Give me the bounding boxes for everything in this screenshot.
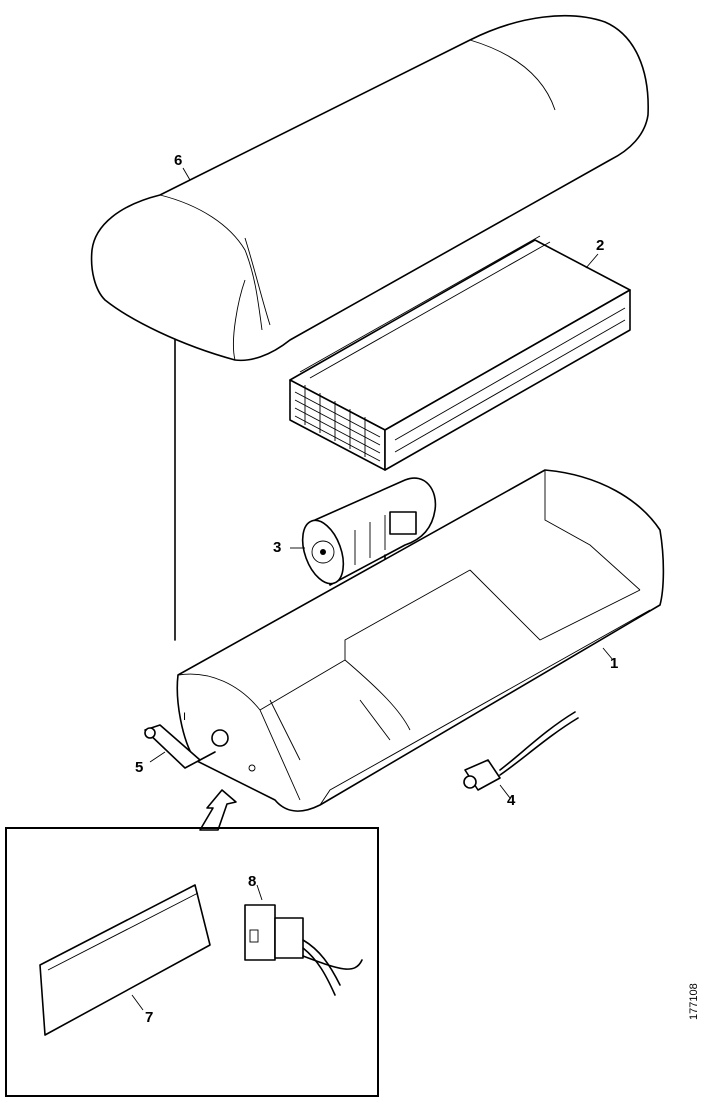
part-8-module (244, 904, 363, 996)
callout-3: 3 (273, 539, 281, 556)
part-5-connector (144, 724, 216, 769)
callout-labels: 1 2 3 4 5 6 7 8 (135, 152, 618, 1026)
callout-2: 2 (596, 237, 604, 254)
callout-1: 1 (610, 655, 618, 672)
switch-mark: I (183, 711, 186, 723)
callout-6: 6 (174, 152, 182, 169)
part-3-fan (301, 477, 437, 616)
callout-4: 4 (507, 792, 516, 809)
callout-5: 5 (135, 759, 143, 776)
figure-code: 177108 (688, 983, 700, 1020)
part-4-cable-plug (463, 711, 579, 791)
callout-8: 8 (248, 873, 256, 890)
part-1-base-housing: I (176, 469, 665, 812)
callout-7: 7 (145, 1009, 153, 1026)
part-7-plate (39, 884, 211, 1036)
leader-lines (131, 167, 614, 1011)
detail-inset (5, 827, 379, 1097)
part-2-filter (289, 235, 631, 471)
filter-mesh (294, 235, 626, 462)
part-6-cover (90, 14, 649, 362)
detail-arrow (199, 789, 237, 831)
